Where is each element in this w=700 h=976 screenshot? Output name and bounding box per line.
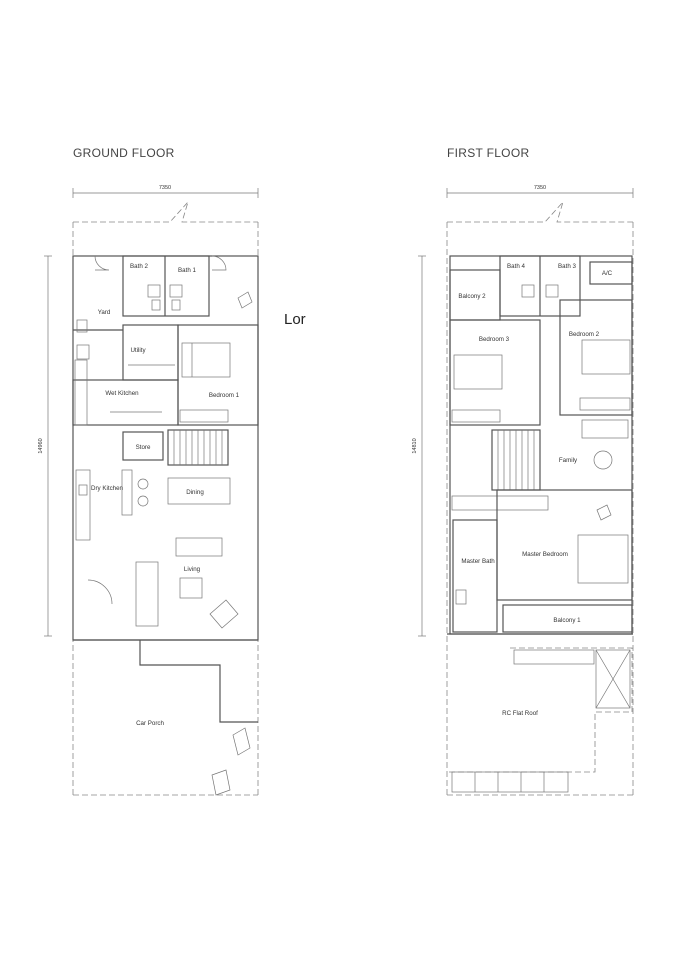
first-width-dimension: 7350 bbox=[534, 185, 546, 191]
room-label-master-bath: Master Bath bbox=[461, 558, 495, 565]
room-label-bath-2: Bath 2 bbox=[130, 263, 148, 270]
room-label-car-porch: Car Porch bbox=[136, 720, 164, 727]
room-label-bath-4: Bath 4 bbox=[507, 263, 525, 270]
room-label-yard: Yard bbox=[98, 309, 111, 316]
room-label-living: Living bbox=[184, 566, 201, 573]
room-label-bedroom-3: Bedroom 3 bbox=[479, 336, 510, 343]
ground-floor-title: GROUND FLOOR bbox=[73, 146, 175, 160]
first-floor-title: FIRST FLOOR bbox=[447, 146, 530, 160]
room-label-store: Store bbox=[136, 444, 151, 451]
room-label-master-bedroom: Master Bedroom bbox=[522, 551, 568, 558]
room-label-balcony-2: Balcony 2 bbox=[458, 293, 486, 300]
room-label-bath-1: Bath 1 bbox=[178, 267, 196, 274]
room-label-balcony-1: Balcony 1 bbox=[553, 617, 581, 624]
room-label-ac: A/C bbox=[602, 270, 613, 277]
first-floor-plan: 7350 14810 Bath 4 Bath 3 A/C Balcony 2 B… bbox=[412, 185, 634, 796]
room-label-bedroom-1: Bedroom 1 bbox=[209, 392, 240, 399]
ground-depth-dimension: 14960 bbox=[38, 438, 44, 453]
room-label-family: Family bbox=[559, 457, 578, 464]
room-label-rc-flat-roof: RC Flat Roof bbox=[502, 710, 538, 717]
room-label-utility: Utility bbox=[130, 347, 146, 354]
room-label-dry-kitchen: Dry Kitchen bbox=[91, 485, 124, 492]
ground-floor-plan: 7350 14960 Bath 2 Bath 1 Yard Utility bbox=[38, 185, 259, 796]
room-label-bedroom-2: Bedroom 2 bbox=[569, 331, 600, 338]
ground-width-dimension: 7350 bbox=[159, 185, 171, 191]
room-label-dining: Dining bbox=[186, 489, 204, 496]
room-label-bath-3: Bath 3 bbox=[558, 263, 576, 270]
room-label-wet-kitchen: Wet Kitchen bbox=[105, 390, 139, 397]
road-label: Lor bbox=[284, 311, 306, 328]
first-depth-dimension: 14810 bbox=[412, 438, 418, 453]
